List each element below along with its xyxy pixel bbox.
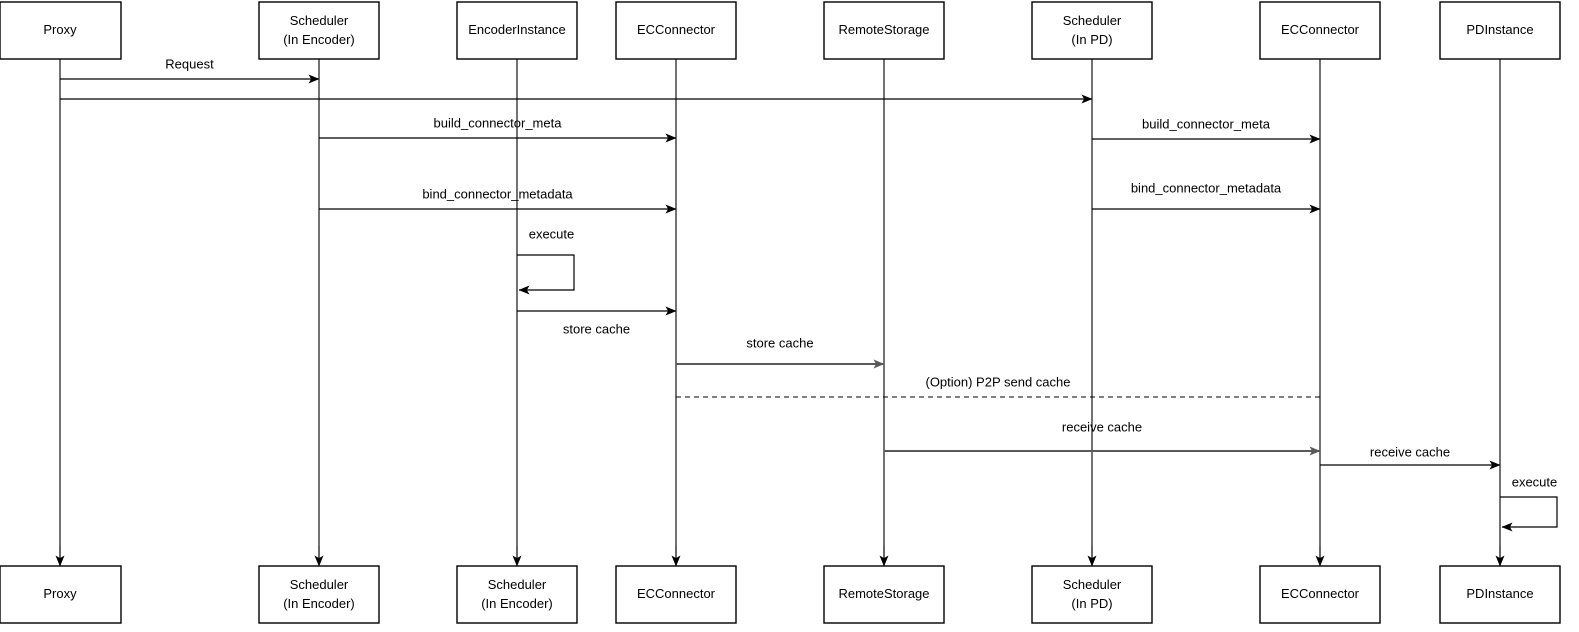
lifelines-layer — [55, 59, 1505, 567]
top-participant-remote_store[interactable]: RemoteStorage — [823, 1, 945, 60]
top-participant-box-remote_store — [823, 1, 945, 60]
top-participant-box-pd_inst — [1439, 1, 1561, 60]
top-participant-proxy[interactable]: Proxy — [0, 1, 122, 60]
bottom-participant-label-proxy: Proxy — [43, 586, 77, 601]
message-m7[interactable]: store cache — [517, 306, 677, 336]
self-message-s1[interactable]: execute — [517, 226, 575, 295]
self-message-label-s2: execute — [1512, 474, 1558, 489]
bottom-participant-label-remote_store: RemoteStorage — [838, 586, 929, 601]
message-label-m11: receive cache — [1370, 444, 1450, 459]
message-label-m10: receive cache — [1062, 419, 1142, 434]
top-participant-label-pd_inst: PDInstance — [1466, 22, 1533, 37]
bottom-participant-box-proxy — [0, 565, 122, 624]
top-participant-box-sched_enc — [258, 1, 380, 60]
message-label-m3: build_connector_meta — [434, 115, 563, 130]
message-label-m5: bind_connector_metadata — [422, 186, 573, 201]
message-label-m8: store cache — [746, 335, 813, 350]
message-label-m9: (Option) P2P send cache — [925, 374, 1070, 389]
message-m10[interactable]: receive cache — [884, 419, 1321, 456]
bottom-participant-sublabel-encoder_inst: (In Encoder) — [481, 596, 553, 611]
top-participant-sublabel-sched_pd: (In PD) — [1071, 32, 1112, 47]
top-participant-box-proxy — [0, 1, 122, 60]
self-message-path-s2 — [1500, 496, 1558, 532]
bottom-participant-boxes: Proxy Scheduler (In Encoder) Scheduler (In E… — [0, 565, 1561, 624]
top-participant-ec_conn_pd[interactable]: ECConnector — [1259, 1, 1381, 60]
message-m11[interactable]: receive cache — [1320, 444, 1501, 470]
bottom-participant-remote_store[interactable]: RemoteStorage — [823, 565, 945, 624]
top-participant-label-sched_pd: Scheduler — [1063, 13, 1122, 28]
bottom-participant-label-ec_conn_enc: ECConnector — [637, 586, 716, 601]
bottom-participant-label-ec_conn_pd: ECConnector — [1281, 586, 1360, 601]
top-participant-label-sched_enc: Scheduler — [290, 13, 349, 28]
bottom-participant-sublabel-sched_pd: (In PD) — [1071, 596, 1112, 611]
top-participant-box-sched_pd — [1031, 1, 1153, 60]
bottom-participant-ec_conn_enc[interactable]: ECConnector — [615, 565, 737, 624]
message-m1[interactable]: Request — [60, 56, 320, 84]
top-participant-box-encoder_inst — [456, 1, 578, 60]
message-label-m7: store cache — [563, 321, 630, 336]
message-label-m1: Request — [165, 56, 214, 71]
top-participant-boxes: Proxy Scheduler (In Encoder) EncoderInstanc… — [0, 1, 1561, 60]
bottom-participant-box-ec_conn_pd — [1259, 565, 1381, 624]
top-participant-encoder_inst[interactable]: EncoderInstance — [456, 1, 578, 60]
top-participant-label-encoder_inst: EncoderInstance — [468, 22, 566, 37]
bottom-participant-box-encoder_inst — [456, 565, 578, 624]
bottom-participant-proxy[interactable]: Proxy — [0, 565, 122, 624]
bottom-participant-encoder_inst[interactable]: Scheduler (In Encoder) — [456, 565, 578, 624]
top-participant-sched_enc[interactable]: Scheduler (In Encoder) — [258, 1, 380, 60]
bottom-participant-sched_enc[interactable]: Scheduler (In Encoder) — [258, 565, 380, 624]
top-participant-label-remote_store: RemoteStorage — [838, 22, 929, 37]
bottom-participant-sched_pd[interactable]: Scheduler (In PD) — [1031, 565, 1153, 624]
self-message-path-s1 — [517, 254, 575, 295]
top-participant-box-ec_conn_pd — [1259, 1, 1381, 60]
bottom-participant-box-pd_inst — [1439, 565, 1561, 624]
top-participant-box-ec_conn_enc — [615, 1, 737, 60]
message-m9[interactable]: (Option) P2P send cache — [676, 374, 1320, 398]
top-participant-label-proxy: Proxy — [43, 22, 77, 37]
top-participant-label-ec_conn_enc: ECConnector — [637, 22, 716, 37]
message-m4[interactable]: build_connector_meta — [1092, 116, 1321, 144]
message-m8[interactable]: store cache — [676, 335, 885, 369]
top-participant-label-ec_conn_pd: ECConnector — [1281, 22, 1360, 37]
bottom-participant-box-sched_enc — [258, 565, 380, 624]
bottom-participant-pd_inst[interactable]: PDInstance — [1439, 565, 1561, 624]
self-message-label-s1: execute — [529, 226, 575, 241]
top-participant-sched_pd[interactable]: Scheduler (In PD) — [1031, 1, 1153, 60]
bottom-participant-label-sched_enc: Scheduler — [290, 577, 349, 592]
bottom-participant-box-remote_store — [823, 565, 945, 624]
top-participant-ec_conn_enc[interactable]: ECConnector — [615, 1, 737, 60]
message-label-m4: build_connector_meta — [1142, 116, 1271, 131]
bottom-participant-box-ec_conn_enc — [615, 565, 737, 624]
messages-layer: Request build_connector_meta build_connect… — [60, 56, 1558, 532]
top-participant-pd_inst[interactable]: PDInstance — [1439, 1, 1561, 60]
message-m6[interactable]: bind_connector_metadata — [1092, 180, 1321, 214]
message-m5[interactable]: bind_connector_metadata — [319, 186, 677, 214]
bottom-participant-label-pd_inst: PDInstance — [1466, 586, 1533, 601]
bottom-participant-sublabel-sched_enc: (In Encoder) — [283, 596, 355, 611]
bottom-participant-label-encoder_inst: Scheduler — [488, 577, 547, 592]
bottom-participant-box-sched_pd — [1031, 565, 1153, 624]
message-label-m6: bind_connector_metadata — [1131, 180, 1282, 195]
bottom-participant-label-sched_pd: Scheduler — [1063, 577, 1122, 592]
bottom-participant-ec_conn_pd[interactable]: ECConnector — [1259, 565, 1381, 624]
self-message-s2[interactable]: execute — [1500, 474, 1558, 532]
message-m3[interactable]: build_connector_meta — [319, 115, 677, 143]
top-participant-sublabel-sched_enc: (In Encoder) — [283, 32, 355, 47]
